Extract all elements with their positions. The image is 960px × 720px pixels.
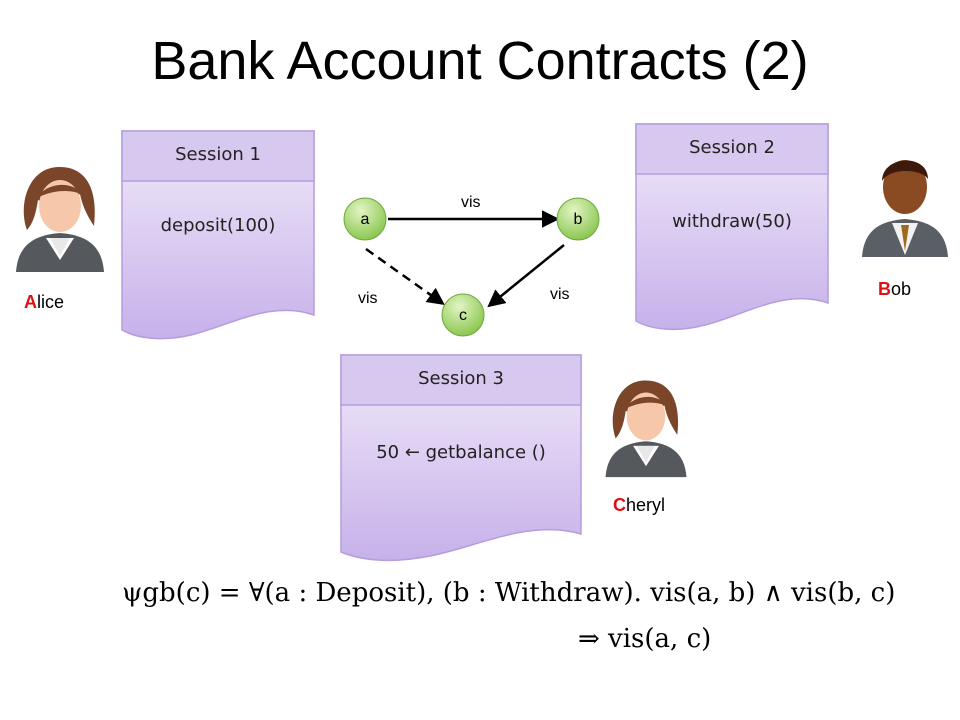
edge-b-c bbox=[487, 244, 565, 308]
session-operation: deposit(100) bbox=[160, 215, 276, 236]
document-shape bbox=[121, 130, 315, 340]
session-1-document: Session 1 deposit(100) bbox=[121, 130, 315, 342]
session-header: Session 3 bbox=[418, 368, 504, 389]
name-rest: lice bbox=[37, 292, 65, 312]
female-user-icon bbox=[16, 166, 104, 272]
edge-label-a-b: vis bbox=[461, 194, 481, 211]
name-initial: C bbox=[613, 495, 626, 515]
session-3-document: Session 3 50 ← getbalance () bbox=[340, 354, 582, 566]
node-a bbox=[343, 197, 387, 241]
name-rest: heryl bbox=[626, 495, 666, 515]
female-user-icon bbox=[605, 380, 687, 478]
person-name-cheryl: Cheryl bbox=[613, 495, 665, 516]
contract-formula-line-1: ψgb(c) = ∀(a : Deposit), (b : Withdraw).… bbox=[122, 578, 896, 608]
name-initial: A bbox=[24, 292, 37, 312]
session-header: Session 1 bbox=[175, 144, 261, 165]
person-name-alice: Alice bbox=[24, 292, 64, 313]
session-header: Session 2 bbox=[689, 137, 775, 158]
slide-title: Bank Account Contracts (2) bbox=[151, 31, 809, 91]
edge-a-c bbox=[365, 247, 445, 306]
node-label-a: a bbox=[361, 211, 370, 228]
name-rest: ob bbox=[891, 279, 912, 299]
node-label-c: c bbox=[459, 307, 467, 324]
edge-label-b-c: vis bbox=[550, 286, 570, 303]
edge-label-a-c: vis bbox=[358, 290, 378, 307]
name-initial: B bbox=[878, 279, 891, 299]
document-shape bbox=[635, 123, 829, 331]
node-label-b: b bbox=[574, 211, 583, 228]
session-operation: 50 ← getbalance () bbox=[376, 442, 546, 463]
male-user-icon bbox=[862, 160, 948, 257]
document-shape bbox=[340, 354, 582, 562]
session-operation: withdraw(50) bbox=[672, 211, 792, 232]
visibility-graph: vis vis vis a b c bbox=[343, 194, 600, 337]
person-name-bob: Bob bbox=[878, 279, 911, 300]
node-c bbox=[441, 293, 485, 337]
node-b bbox=[556, 197, 600, 241]
contract-formula-line-2: ⇒ vis(a, c) bbox=[578, 624, 712, 654]
session-2-document: Session 2 withdraw(50) bbox=[635, 123, 829, 335]
